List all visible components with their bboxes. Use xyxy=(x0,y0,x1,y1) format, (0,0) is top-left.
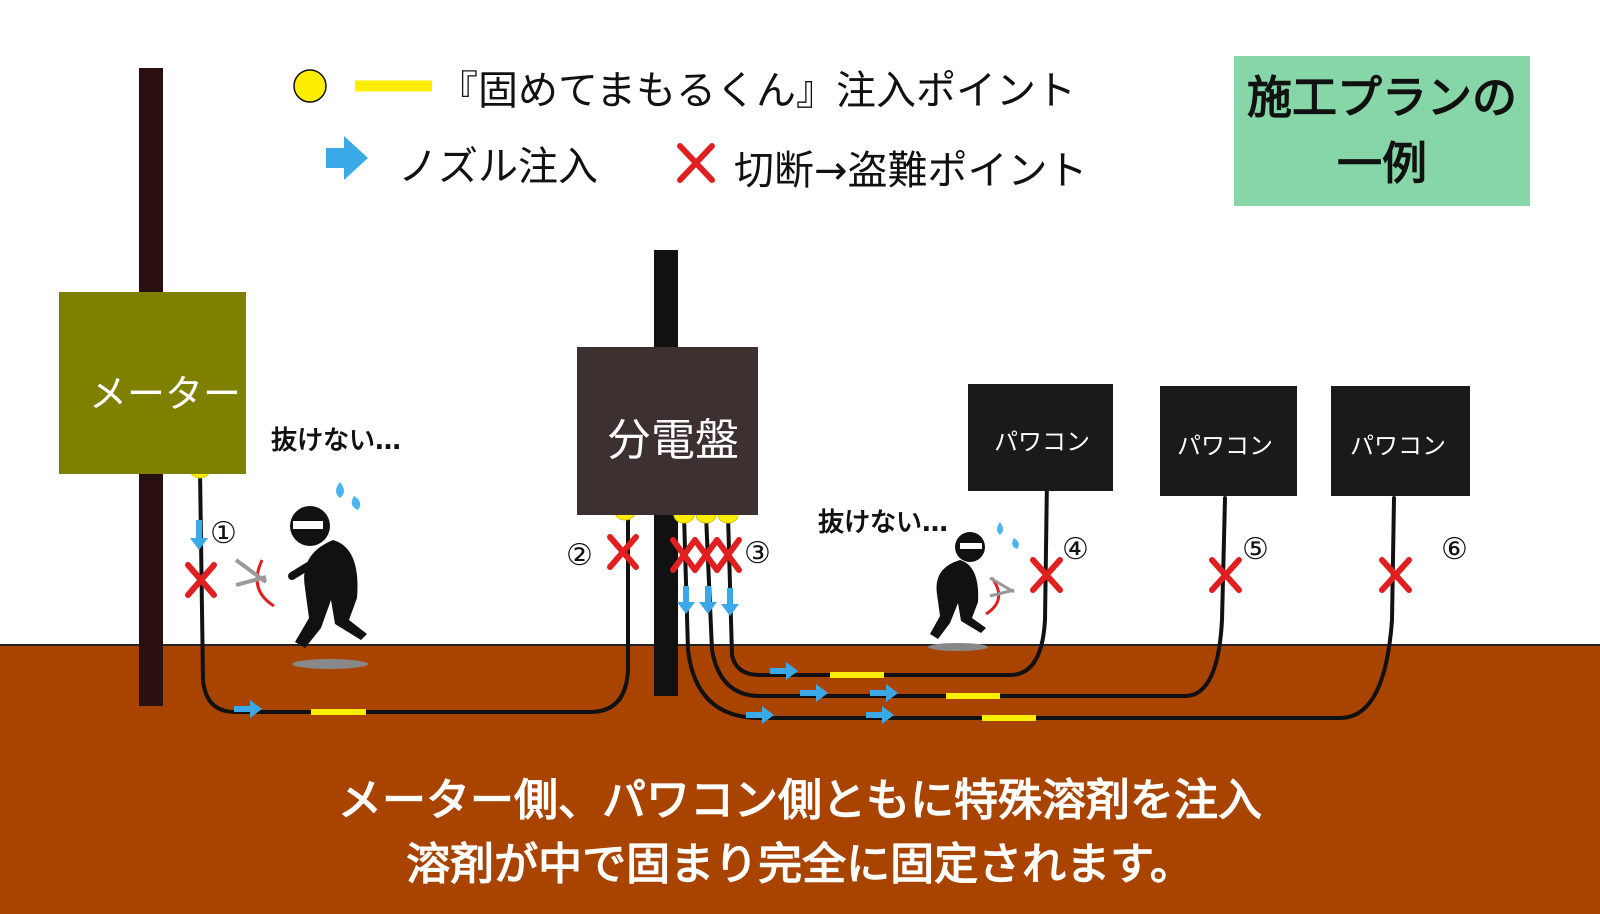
nozzle-arrows xyxy=(190,136,898,724)
cut-marks xyxy=(185,143,1412,598)
cut-mark-2 xyxy=(607,534,639,570)
panel-label: 分電盤 xyxy=(607,415,739,466)
nozzle-arrow-down-3c xyxy=(721,588,739,616)
cut-mark-1 xyxy=(185,562,217,598)
thief-1-speech: 抜けない… xyxy=(271,426,402,456)
legend-nozzle-arrow xyxy=(326,136,368,180)
nozzle-arrow-right-6a xyxy=(746,706,774,724)
nozzle-arrow-right-5b xyxy=(870,684,898,702)
panel-box xyxy=(577,347,758,515)
caption-line-2: 溶剤が中で固まり完全に固定されます。 xyxy=(406,839,1194,890)
legend-injection-dot xyxy=(293,69,327,103)
cut-mark-6 xyxy=(1379,557,1412,593)
point-1-label: ① xyxy=(210,516,237,551)
cable-pcs3 xyxy=(682,496,1396,720)
pcs-box-3 xyxy=(1331,386,1470,496)
ground xyxy=(0,645,1600,914)
nozzle-arrow-down-1 xyxy=(190,520,208,550)
cut-mark-3b xyxy=(692,537,720,573)
thief-figure-2 xyxy=(928,522,1019,651)
legend-injection-label: 『固めてまもるくん』注入ポイント xyxy=(438,68,1076,114)
pcs-label-3: パワコン xyxy=(1350,432,1446,460)
caption-line-1: メーター側、パワコン側ともに特殊溶剤を注入 xyxy=(338,775,1262,826)
plan-badge-text: 施工プランの 一例 xyxy=(1246,71,1517,190)
nozzle-arrow-right-5a xyxy=(800,684,828,702)
nozzle-arrow-down-3a xyxy=(677,586,695,614)
cable-pcs1 xyxy=(726,476,1049,677)
pcs-label-2: パワコン xyxy=(1177,432,1273,460)
cable-meter-panel xyxy=(198,468,630,714)
legend-nozzle-label: ノズル注入 xyxy=(398,144,598,190)
nozzle-arrow-right-1 xyxy=(234,700,262,718)
thief-figure-1 xyxy=(234,482,368,669)
pcs-box-2 xyxy=(1160,386,1297,496)
cut-mark-4 xyxy=(1030,557,1063,593)
thief-2-speech: 抜けない… xyxy=(818,508,949,538)
nozzle-arrow-down-3b xyxy=(699,586,717,614)
legend-cut-label: 切断→盗難ポイント xyxy=(734,148,1088,194)
meter-label: メーター xyxy=(89,372,242,416)
nozzle-arrow-right-6b xyxy=(866,706,894,724)
injection-segments xyxy=(311,672,1036,721)
meter-box xyxy=(59,292,246,474)
legend-cut-mark xyxy=(677,143,715,183)
point-3-label: ③ xyxy=(744,536,771,571)
pcs-label-1: パワコン xyxy=(994,428,1090,456)
plan-badge: 施工プランの 一例 xyxy=(1234,56,1530,206)
cut-mark-5 xyxy=(1209,557,1242,593)
cable-pcs2 xyxy=(704,496,1227,698)
point-5-label: ⑤ xyxy=(1242,532,1269,567)
point-6-label: ⑥ xyxy=(1441,532,1468,567)
nozzle-arrow-right-4 xyxy=(770,662,798,680)
cables xyxy=(198,468,1396,720)
cut-mark-3a xyxy=(670,537,698,573)
pcs-box-1 xyxy=(968,384,1113,491)
cut-mark-3c xyxy=(714,537,742,573)
point-4-label: ④ xyxy=(1062,532,1089,567)
point-2-label: ② xyxy=(566,538,593,573)
